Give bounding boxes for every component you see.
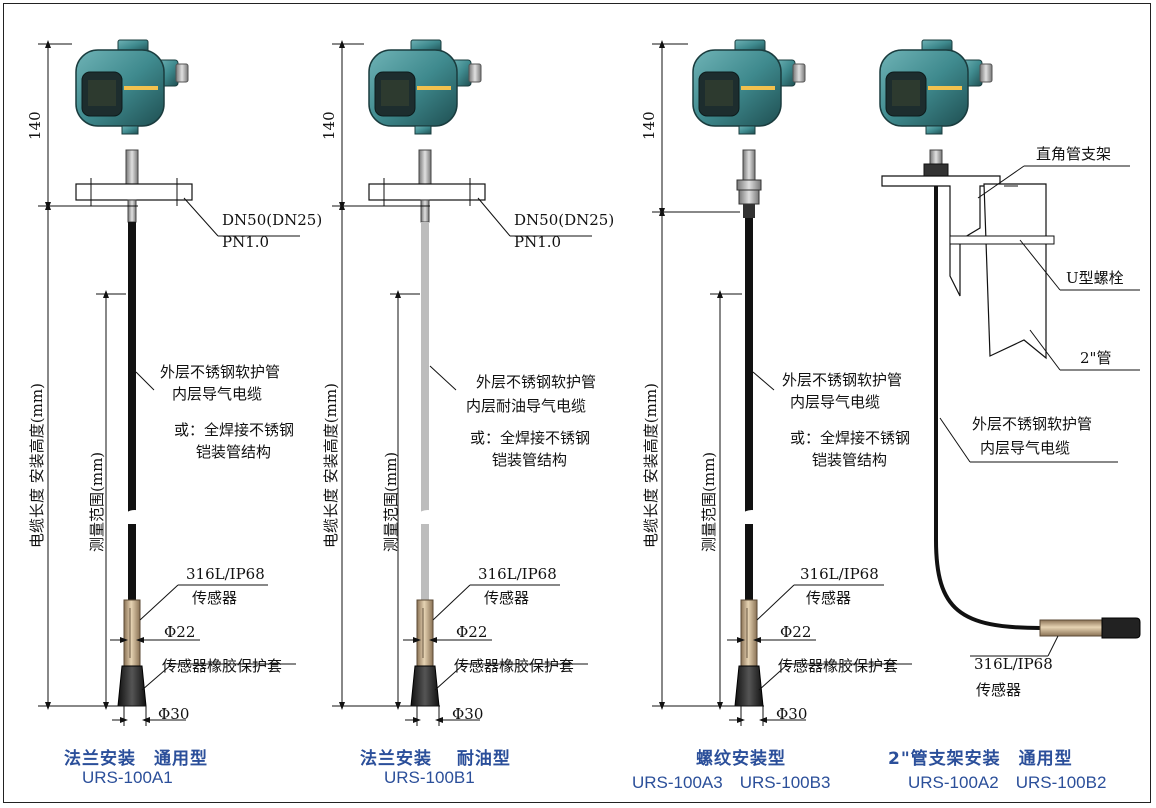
pipe-label: 2"管: [1080, 349, 1112, 367]
caption-thread-models: URS-100A3 URS-100B3: [632, 773, 831, 792]
pressure-label-a1: PN1.0: [222, 233, 270, 251]
sensor-material-a1: 316L/IP68: [186, 565, 265, 583]
cable-length-label-a1: 电缆长度 安装高度(mm): [28, 383, 46, 548]
caption-pipe-models: URS-100A2 URS-100B2: [908, 773, 1107, 792]
cable-length-label-b1: 电缆长度 安装高度(mm): [322, 383, 340, 548]
rubber-sleeve-a1: 传感器橡胶保护套: [162, 657, 283, 675]
phi30-a1: Φ30: [158, 705, 190, 723]
alt-structure-2-a1: 铠装管结构: [196, 443, 272, 461]
dim-140-a1: 140: [26, 111, 44, 140]
device-pipe-bracket: [879, 39, 1141, 639]
measure-range-label-thread: 测量范围(mm): [700, 451, 718, 552]
alt-structure-1-a1: 或：全焊接不锈钢: [174, 421, 295, 439]
sensor-material-pipe: 316L/IP68: [974, 655, 1053, 673]
flange-label-b1: DN50(DN25): [514, 211, 615, 229]
phi22-a1: Φ22: [164, 623, 196, 641]
flange-label-a1: DN50(DN25): [222, 211, 323, 229]
caption-thread-title: 螺纹安装型: [696, 749, 786, 769]
inner-cable-label-thread: 内层导气电缆: [790, 393, 881, 411]
sensor-material-b1: 316L/IP68: [478, 565, 557, 583]
bracket-label: 直角管支架: [1036, 145, 1112, 163]
caption-pipe-title: 2"管支架安装 通用型: [888, 749, 1073, 769]
rubber-sleeve-thread: 传感器橡胶保护套: [778, 657, 899, 675]
dim-140-thread: 140: [640, 111, 658, 140]
outer-hose-label-pipe: 外层不锈钢软护管: [972, 415, 1093, 433]
device-thread: [692, 39, 806, 707]
phi30-b1: Φ30: [452, 705, 484, 723]
measure-range-label-b1: 测量范围(mm): [382, 451, 400, 552]
caption-b1-title: 法兰安装 耐油型: [360, 749, 511, 769]
sensor-material-thread: 316L/IP68: [800, 565, 879, 583]
phi22-thread: Φ22: [780, 623, 812, 641]
inner-cable-label-a1: 内层导气电缆: [172, 385, 263, 403]
outer-hose-label-b1: 外层不锈钢软护管: [476, 373, 597, 391]
inner-cable-oil-label-b1: 内层耐油导气电缆: [466, 397, 587, 415]
diagram-frame: [3, 3, 1151, 803]
alt-structure-2-thread: 铠装管结构: [812, 451, 888, 469]
caption-a1-model: URS-100A1: [82, 768, 173, 787]
phi30-thread: Φ30: [776, 705, 808, 723]
sensor-label-thread: 传感器: [806, 589, 852, 607]
inner-cable-label-pipe: 内层导气电缆: [980, 439, 1071, 457]
caption-b1-model: URS-100B1: [384, 768, 475, 787]
phi22-b1: Φ22: [456, 623, 488, 641]
sensor-label-a1: 传感器: [192, 589, 238, 607]
outer-hose-label-thread: 外层不锈钢软护管: [782, 371, 903, 389]
cable-length-label-thread: 电缆长度 安装高度(mm): [642, 383, 660, 548]
pressure-label-b1: PN1.0: [514, 233, 562, 251]
caption-a1-title: 法兰安装 通用型: [64, 749, 208, 769]
dimension-lines: [38, 40, 1140, 726]
dim-140-b1: 140: [320, 111, 338, 140]
alt-structure-1-thread: 或：全焊接不锈钢: [790, 429, 911, 447]
rubber-sleeve-b1: 传感器橡胶保护套: [454, 657, 575, 675]
u-bolt-label: U型螺栓: [1066, 269, 1124, 287]
sensor-label-b1: 传感器: [484, 589, 530, 607]
alt-structure-1-b1: 或：全焊接不锈钢: [470, 429, 591, 447]
outer-hose-label-a1: 外层不锈钢软护管: [160, 363, 281, 381]
device-a1: [75, 39, 193, 707]
measure-range-label-a1: 测量范围(mm): [88, 451, 106, 552]
sensor-label-pipe: 传感器: [976, 681, 1022, 699]
alt-structure-2-b1: 铠装管结构: [492, 451, 568, 469]
device-b1: [368, 39, 486, 707]
